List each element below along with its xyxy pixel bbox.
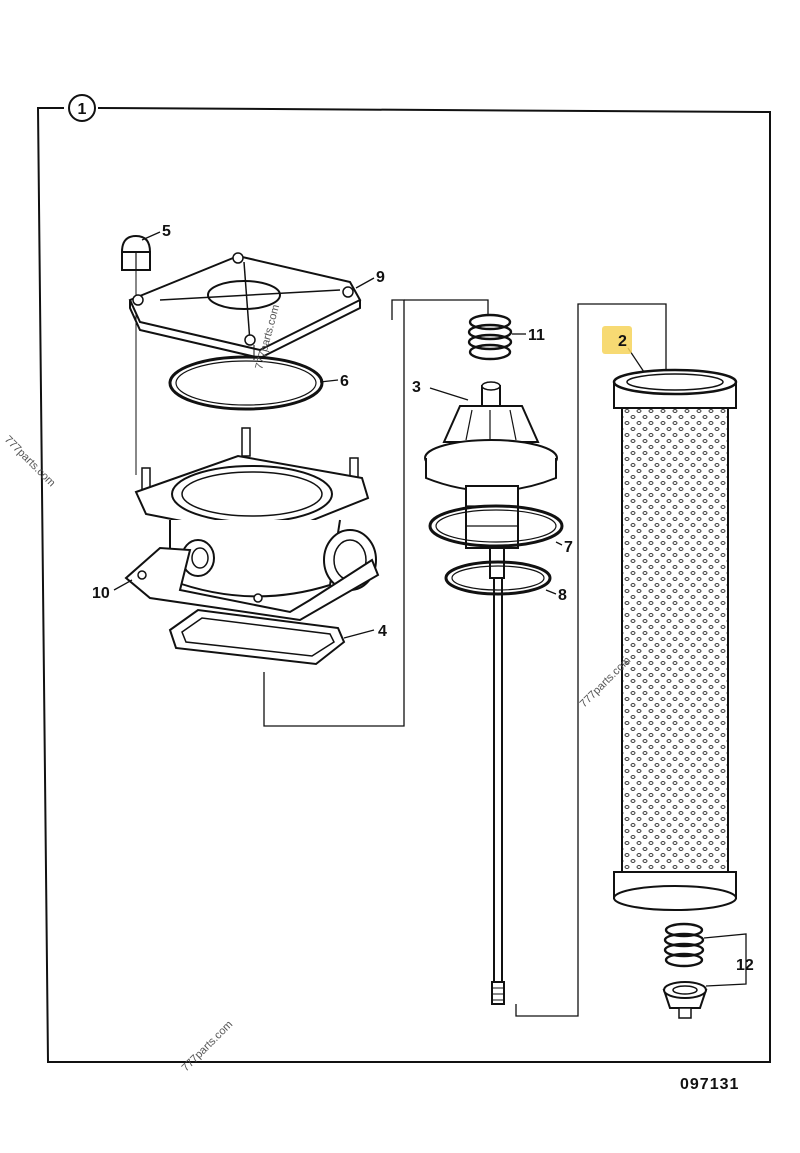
gasket-4-part	[168, 608, 346, 666]
cover-plate-part	[128, 252, 362, 360]
filter-element-part	[612, 368, 738, 911]
callout-5: 5	[162, 223, 171, 240]
highlight-marker	[602, 326, 632, 354]
callout-labels: 2 3 4 5 6 7 8 9 10 11 12	[92, 223, 754, 974]
diagram-frame: 1	[36, 94, 771, 1063]
o-ring-8-part	[444, 560, 552, 596]
callout-3: 3	[412, 379, 421, 396]
o-ring-6-part	[168, 345, 324, 411]
o-ring-7-part	[428, 504, 564, 548]
callout-8: 8	[558, 587, 567, 604]
cap-nut-part	[120, 234, 152, 475]
spring-11-part	[467, 313, 513, 361]
valve-assembly-part	[424, 381, 558, 1005]
assembly-bracket-lines	[263, 299, 667, 1017]
callout-2: 2	[618, 333, 627, 350]
callout-12: 12	[736, 957, 754, 974]
watermark-1: 777parts.com	[2, 434, 58, 490]
leader-lines	[113, 231, 747, 987]
spring-12-part	[663, 922, 705, 968]
reference-number: 097131	[680, 1076, 740, 1093]
callout-9: 9	[376, 269, 385, 286]
spring-cap-part	[662, 981, 708, 1019]
callout-10: 10	[92, 585, 110, 602]
callout-6: 6	[340, 373, 349, 390]
group-number-label: 1	[78, 101, 87, 118]
callout-11: 11	[528, 327, 545, 344]
watermark-4: 777parts.com	[180, 1019, 236, 1075]
callout-7: 7	[564, 539, 573, 556]
callout-4: 4	[378, 623, 387, 640]
watermarks: 777parts.com 777parts.com 777parts.com 7…	[2, 303, 633, 1074]
filter-housing-part	[124, 427, 380, 622]
